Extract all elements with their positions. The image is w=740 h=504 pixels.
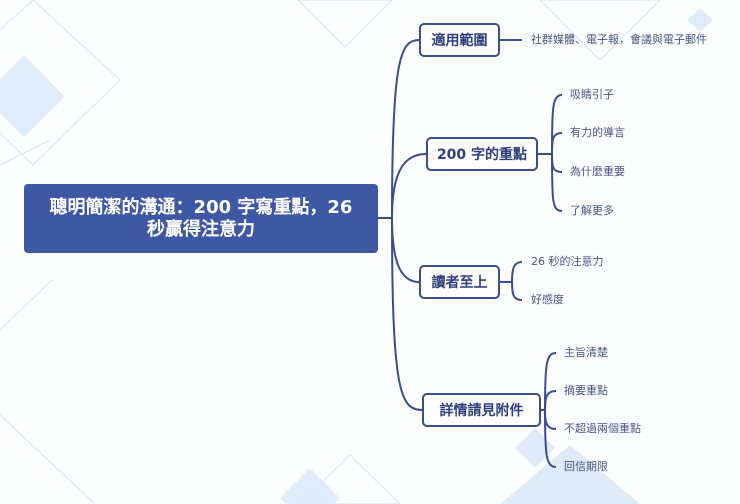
topic-see-attachment[interactable]: 詳情請見附件 <box>422 393 541 427</box>
root-node[interactable]: 聰明簡潔的溝通：200 字寫重點，26 秒贏得注意力 <box>24 184 378 253</box>
leaf-max-two-points[interactable]: 不超過兩個重點 <box>564 422 641 435</box>
root-title-line-2: 秒贏得注意力 <box>146 218 255 240</box>
leaf-clear-subject[interactable]: 主旨清楚 <box>564 346 608 359</box>
topic-label: 詳情請見附件 <box>439 403 524 419</box>
root-title-line-1: 聰明簡潔的溝通：200 字寫重點，26 <box>49 196 353 218</box>
decor-diamond-outline <box>297 0 393 48</box>
leaf-lead[interactable]: 有力的導言 <box>570 126 625 139</box>
leaf-summary[interactable]: 摘要重點 <box>564 384 608 397</box>
decor-diamond-filled <box>0 55 65 137</box>
topic-reader-first[interactable]: 讀者至上 <box>419 265 500 299</box>
leaf-why-it-matters[interactable]: 為什麼重要 <box>570 165 625 178</box>
leaf-26-seconds[interactable]: 26 秒的注意力 <box>531 255 604 268</box>
topic-scope[interactable]: 適用範圍 <box>419 23 500 57</box>
leaf-scope-channels[interactable]: 社群媒體、電子報，會議與電子郵件 <box>531 33 707 46</box>
topic-label: 200 字的重點 <box>436 147 528 163</box>
leaf-reply-deadline[interactable]: 回信期限 <box>564 460 608 473</box>
leaf-goodwill[interactable]: 好感度 <box>531 293 564 306</box>
leaf-learn-more[interactable]: 了解更多 <box>570 204 614 217</box>
topic-200-words[interactable]: 200 字的重點 <box>426 137 538 171</box>
topic-label: 適用範圍 <box>431 33 488 49</box>
decor-diamond-outline <box>0 0 121 166</box>
topic-label: 讀者至上 <box>431 275 488 291</box>
leaf-hook[interactable]: 吸睛引子 <box>570 88 614 101</box>
